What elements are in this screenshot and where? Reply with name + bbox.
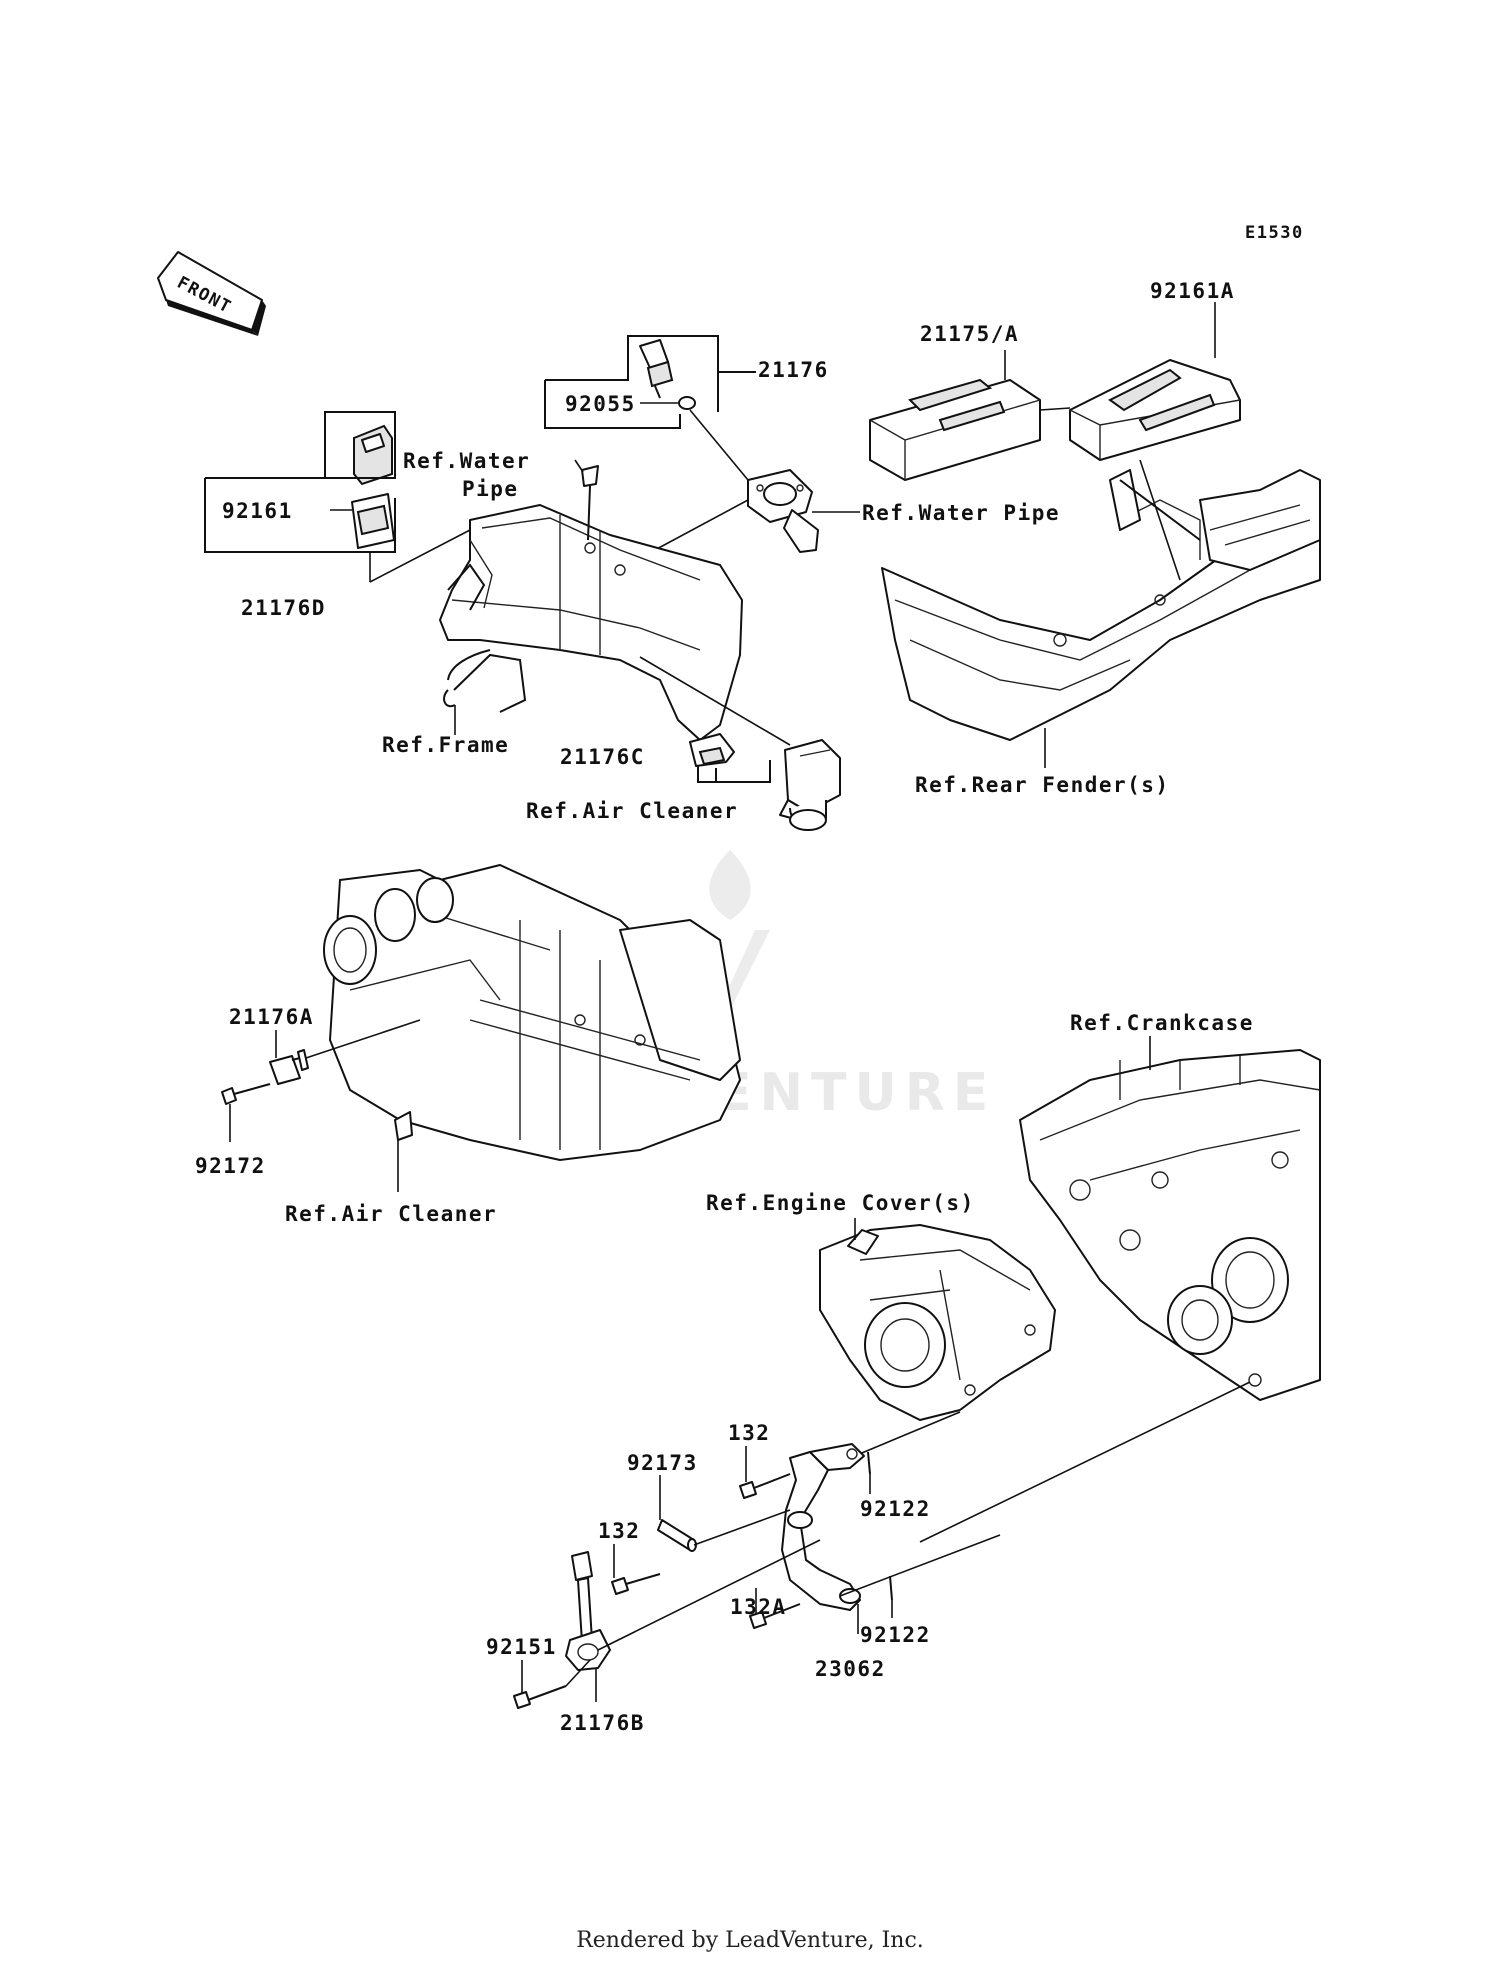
label-ref-rear-fender: Ref.Rear Fender(s)	[915, 773, 1170, 797]
bolt-92172	[221, 1083, 271, 1105]
label-132-a: 132	[728, 1421, 770, 1445]
label-132-b: 132	[598, 1519, 640, 1543]
air-cleaner-small	[779, 739, 841, 831]
bracket-21176	[544, 335, 756, 429]
label-ref-air-cleaner-2: Ref.Air Cleaner	[285, 1202, 497, 1226]
label-92151: 92151	[486, 1635, 557, 1659]
ecu-21175	[869, 378, 1041, 481]
label-ref-air-cleaner-1: Ref.Air Cleaner	[526, 799, 738, 823]
bracket-92161	[204, 411, 396, 553]
bracket-23062	[781, 1443, 865, 1611]
water-pipe-fitting	[747, 469, 819, 553]
label-21176D: 21176D	[241, 596, 326, 620]
bolt-132-a	[739, 1473, 791, 1499]
label-ref-water-pipe-2: Ref.Water Pipe	[862, 501, 1060, 525]
label-92161: 92161	[222, 499, 293, 523]
label-21176: 21176	[758, 358, 829, 382]
pin-92173	[657, 1519, 697, 1552]
label-92173: 92173	[627, 1451, 698, 1475]
frame-part	[439, 465, 743, 741]
engine-cover	[819, 1224, 1056, 1421]
sensor-21176	[639, 339, 696, 410]
crankcase	[1019, 1049, 1321, 1401]
ecu-92161A	[1069, 359, 1241, 461]
sensor-21176A	[269, 1049, 309, 1085]
screw-92151	[513, 1685, 567, 1709]
dowel-pin-92122-a	[867, 1451, 871, 1475]
label-92055: 92055	[565, 392, 636, 416]
label-ref-engine-cover: Ref.Engine Cover(s)	[706, 1191, 975, 1215]
air-cleaner-box	[323, 864, 741, 1161]
label-23062: 23062	[815, 1657, 886, 1681]
frame-hook	[443, 649, 527, 713]
rear-fender	[881, 469, 1321, 741]
bolt-132-b	[611, 1573, 661, 1595]
label-21176C: 21176C	[560, 745, 645, 769]
label-ref-water-pipe-1: Ref.Water	[403, 449, 530, 473]
bolt-132A	[749, 1603, 801, 1629]
diagram-code: E1530	[1245, 223, 1304, 243]
label-ref-crankcase: Ref.Crankcase	[1070, 1011, 1254, 1035]
label-92122-a: 92122	[860, 1497, 931, 1521]
label-21176B: 21176B	[560, 1711, 645, 1735]
sensor-21176C	[689, 733, 735, 767]
label-21176A: 21176A	[229, 1005, 314, 1029]
front-arrow-icon: FRONT	[157, 251, 266, 336]
label-132A: 132A	[730, 1595, 787, 1619]
footer-credit: Rendered by LeadVenture, Inc.	[576, 1928, 924, 1953]
label-92172: 92172	[195, 1154, 266, 1178]
dowel-pin-92122-b	[889, 1575, 893, 1601]
label-92122-b: 92122	[860, 1623, 931, 1647]
label-ref-water-pipe-1b: Pipe	[462, 477, 519, 501]
relay-92161	[351, 424, 395, 549]
sensor-21176B	[565, 1551, 611, 1671]
label-ref-frame: Ref.Frame	[382, 733, 509, 757]
label-92161A: 92161A	[1150, 279, 1235, 303]
label-21175A: 21175/A	[920, 322, 1019, 346]
